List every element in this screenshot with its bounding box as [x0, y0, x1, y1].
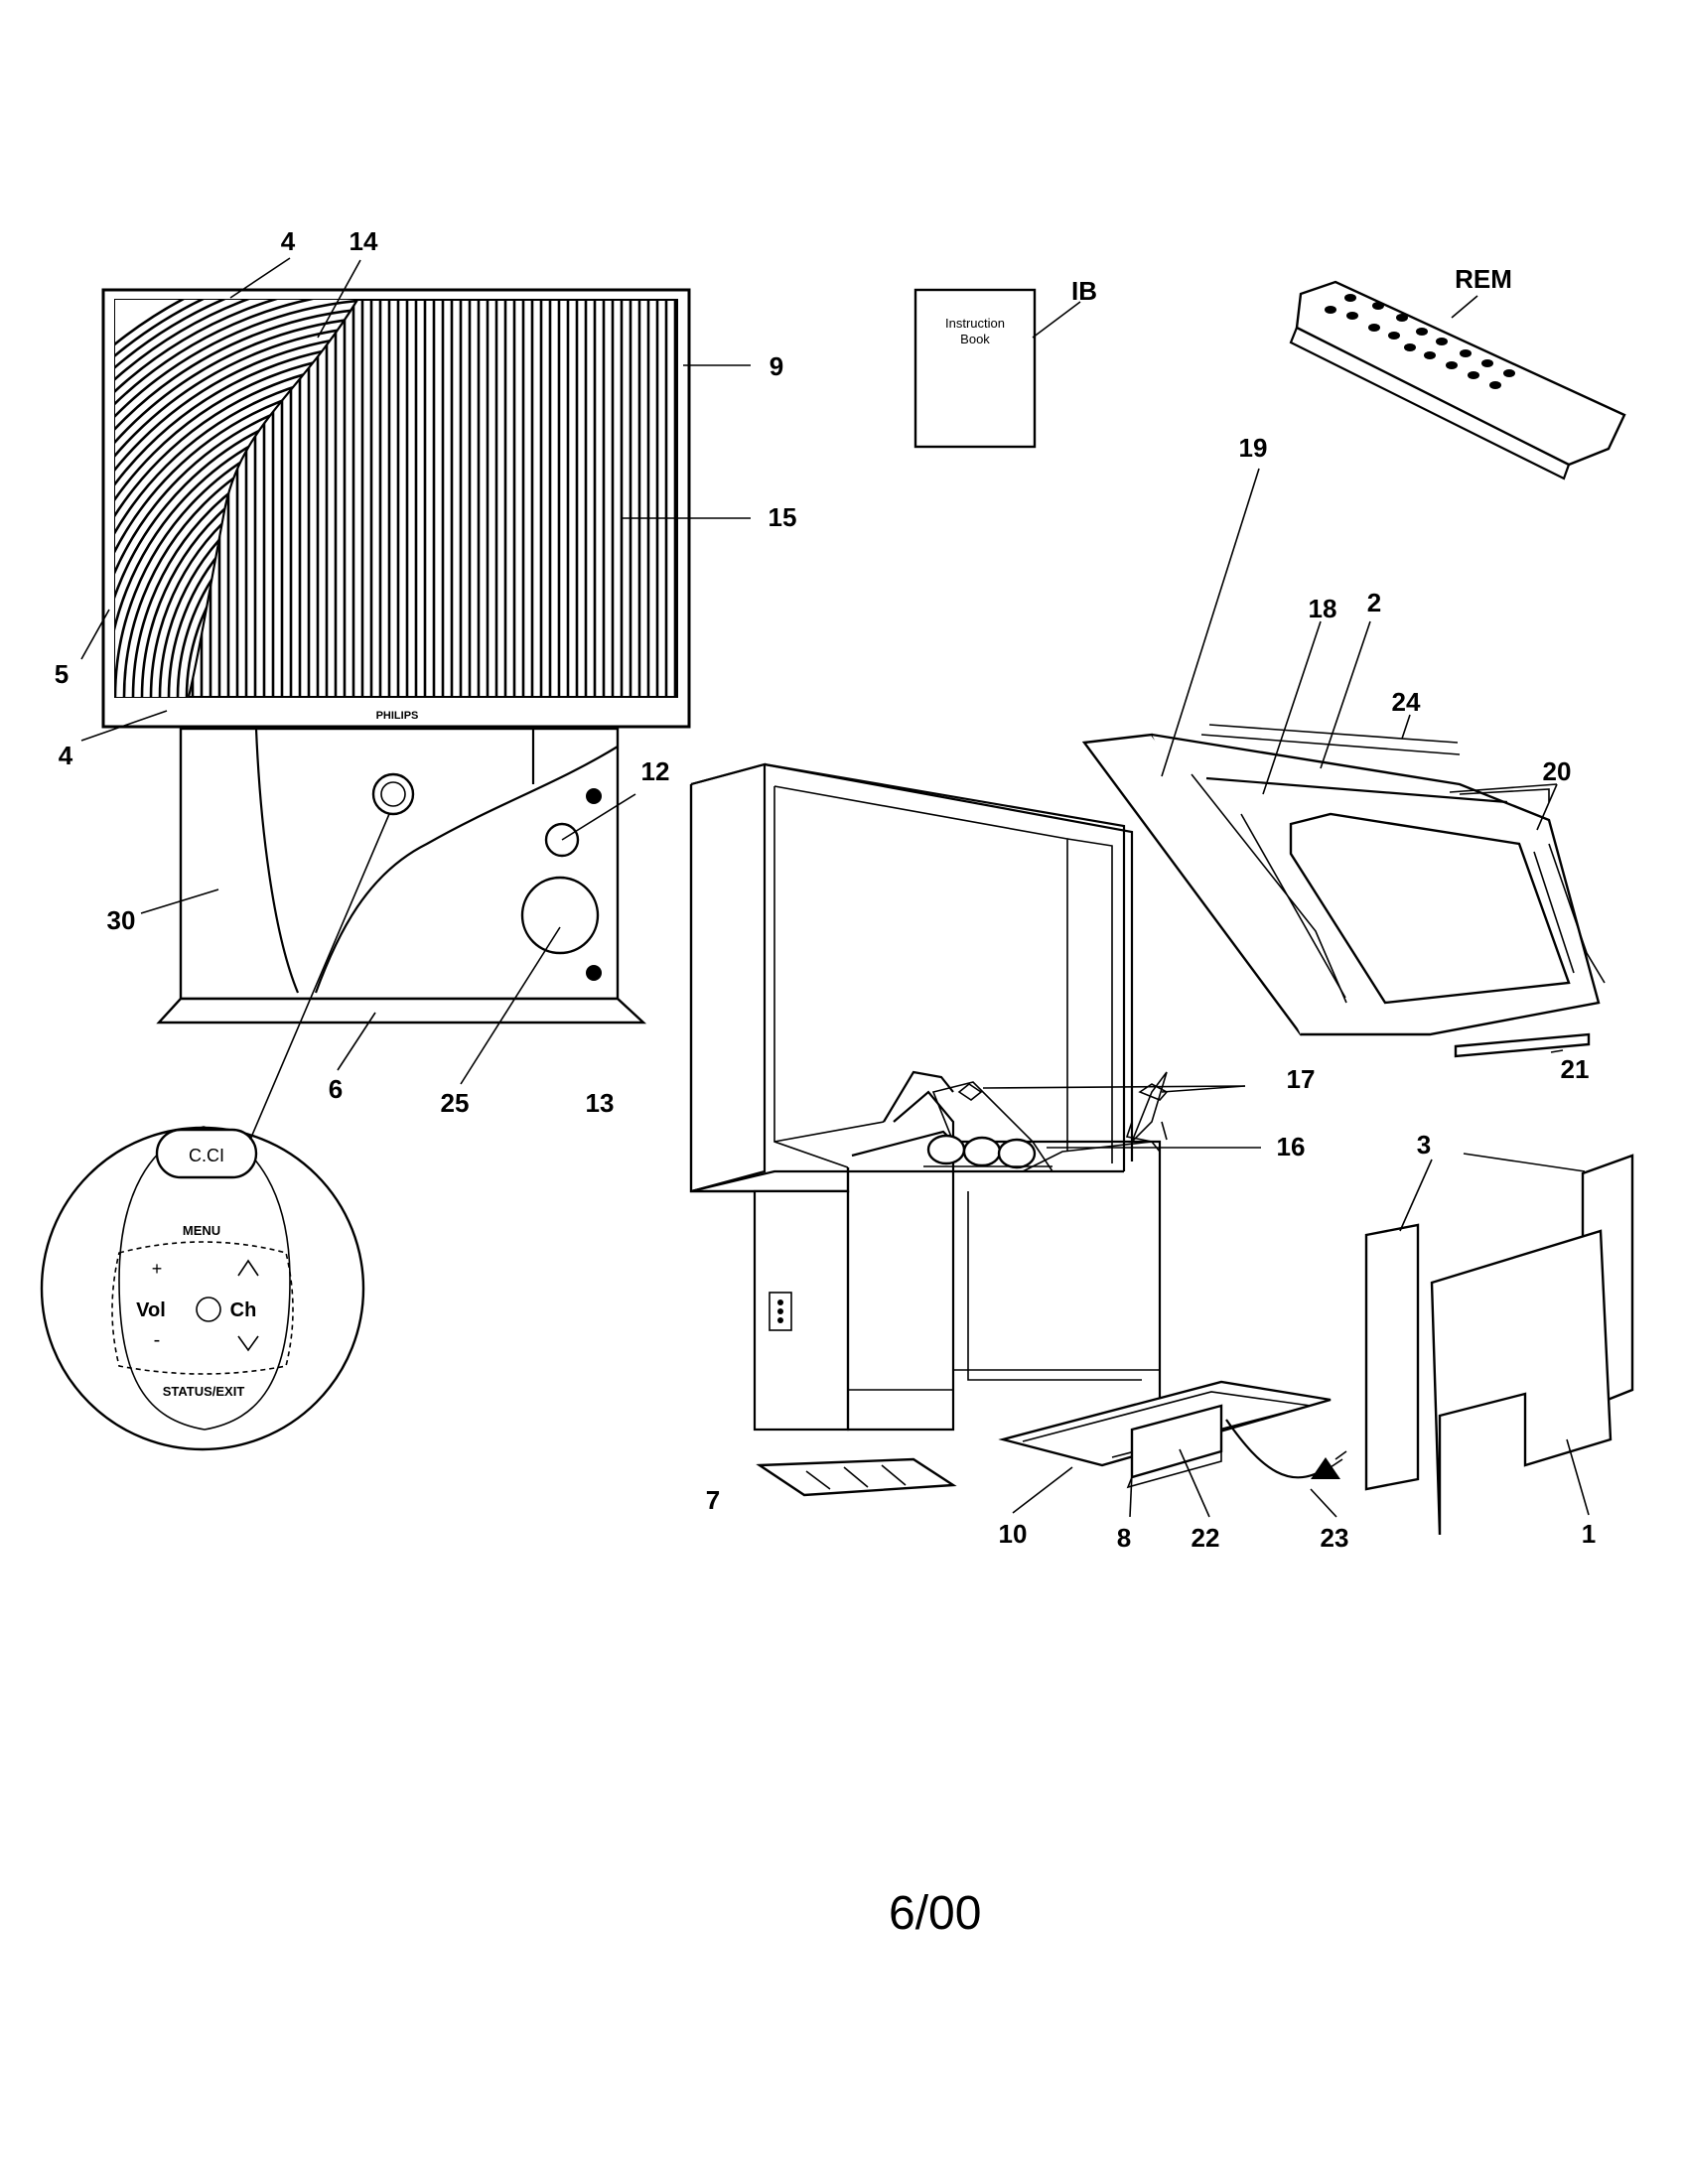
main-cabinet [689, 762, 1169, 1432]
speaker-25 [520, 876, 600, 955]
center-button[interactable] [196, 1297, 221, 1322]
menu-label: MENU [183, 1223, 220, 1238]
callout-19: 19 [1239, 433, 1268, 463]
ch-up-icon[interactable] [237, 1259, 259, 1277]
callout-16: 16 [1277, 1132, 1306, 1161]
vol-label: Vol [136, 1299, 166, 1321]
callout-3: 3 [1417, 1130, 1431, 1160]
callout-30: 30 [107, 905, 136, 935]
callout-7: 7 [706, 1485, 720, 1515]
callout-13: 13 [586, 1088, 615, 1118]
remote-control-rem [1289, 280, 1626, 480]
vol-plus-button[interactable]: + [152, 1259, 163, 1279]
callout-6: 6 [329, 1074, 343, 1104]
control-panel-detail: C.CI MENU + - Vol Ch STATUS/EXIT [40, 813, 390, 1451]
callout-1: 1 [1582, 1519, 1596, 1549]
book-title-line1: Instruction [945, 316, 1005, 331]
base-plinth-6 [156, 997, 647, 1024]
callout-labels: 4 14 9 15 5 4 12 30 6 25 13 IB REM 19 18… [55, 226, 1596, 1553]
ch-label: Ch [230, 1299, 257, 1321]
callout-5: 5 [55, 659, 69, 689]
callout-22: 22 [1192, 1523, 1220, 1553]
remote-buttons [1325, 294, 1515, 389]
callout-12: 12 [641, 756, 670, 786]
callout-25: 25 [441, 1088, 470, 1118]
rear-mirror-assembly [1081, 724, 1606, 1058]
callout-17: 17 [1287, 1064, 1316, 1094]
callout-4-top: 4 [281, 226, 296, 256]
ch-down-icon[interactable] [237, 1335, 259, 1352]
callout-18: 18 [1309, 594, 1337, 623]
vol-minus-button[interactable]: - [154, 1329, 161, 1351]
instruction-book-ib: Instruction Book [913, 288, 1037, 449]
base-tray-10-8-22 [998, 1380, 1347, 1489]
screen-brand-label: PHILIPS [376, 710, 419, 722]
base-plate-7 [756, 1457, 957, 1497]
panel-1 [1430, 1229, 1613, 1536]
button-dot-upper [586, 788, 602, 804]
callout-2: 2 [1367, 588, 1381, 617]
callout-9: 9 [770, 351, 783, 381]
callout-21: 21 [1561, 1054, 1590, 1084]
callout-rem: REM [1455, 264, 1512, 294]
status-exit-label: STATUS/EXIT [163, 1384, 245, 1399]
book-title-line2: Book [960, 332, 990, 346]
back-panels [1364, 1154, 1634, 1536]
callout-ib: IB [1071, 276, 1097, 306]
leader-lines [80, 257, 1590, 1518]
callout-4-bottom: 4 [59, 741, 73, 770]
callout-23: 23 [1321, 1523, 1349, 1553]
callout-14: 14 [350, 226, 378, 256]
callout-8: 8 [1117, 1523, 1131, 1553]
callout-10: 10 [999, 1519, 1028, 1549]
panel-3-left [1364, 1223, 1420, 1491]
callout-20: 20 [1543, 756, 1572, 786]
callout-15: 15 [769, 502, 797, 532]
panel-top-label: C.CI [189, 1146, 224, 1165]
button-dot-lower [586, 965, 602, 981]
footer-date: 6/00 [889, 1887, 982, 1940]
tv-front-screen: PHILIPS [101, 288, 691, 729]
callout-24: 24 [1392, 687, 1421, 717]
lower-cabinet-30 [156, 727, 647, 1024]
speaker-grille-emblem [371, 772, 415, 816]
